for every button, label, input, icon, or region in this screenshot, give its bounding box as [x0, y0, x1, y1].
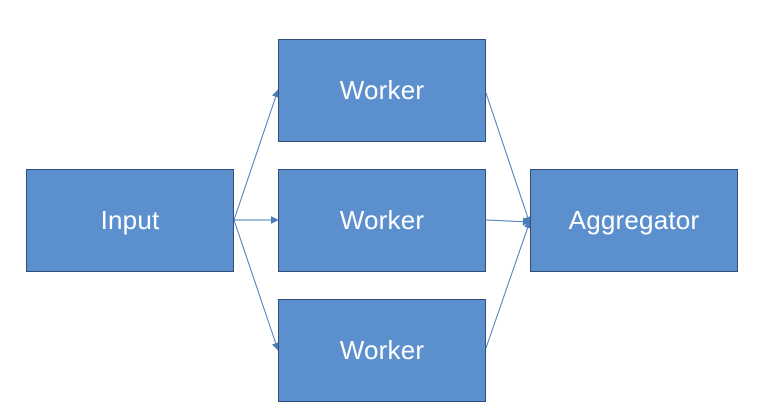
- edge-worker-3-aggregator: [485, 220, 532, 349]
- edge-worker-2-aggregator: [485, 217, 531, 226]
- input-node: Input: [26, 169, 234, 272]
- aggregator-node-label: Aggregator: [568, 205, 700, 235]
- aggregator-node: Aggregator: [530, 169, 738, 272]
- worker-node-1-label: Worker: [339, 75, 425, 105]
- worker-node-3-label: Worker: [339, 335, 425, 365]
- worker-node-2-label: Worker: [339, 205, 425, 235]
- edge-worker-1-aggregator: [485, 92, 532, 225]
- worker-node-2: Worker: [278, 169, 486, 272]
- edge-input-worker-3: [233, 219, 280, 351]
- worker-node-1: Worker: [278, 39, 486, 142]
- edge-input-worker-1: [233, 89, 280, 221]
- input-node-label: Input: [100, 205, 160, 235]
- worker-node-3: Worker: [278, 299, 486, 402]
